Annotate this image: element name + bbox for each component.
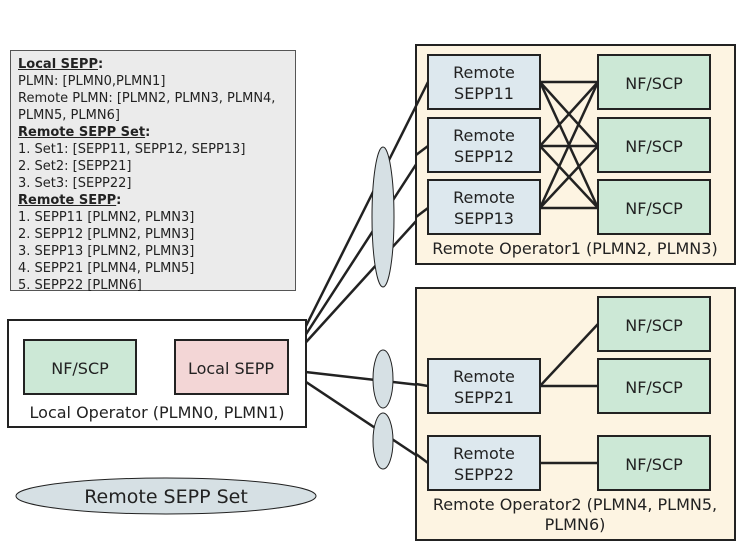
- remote-sepp13-line2: SEPP13: [454, 209, 514, 228]
- local-sepp-node: [174, 339, 289, 395]
- local-sepp-label: Local SEPP: [188, 359, 274, 378]
- sepp-set-1-ellipse: [371, 146, 395, 288]
- sepp-set-3-ellipse: [372, 412, 394, 470]
- remote-sepp11-node: [427, 54, 541, 110]
- remote-sepp21-node: [427, 358, 541, 414]
- info-line: 3. SEPP13 [PLMN2, PLMN3]: [18, 244, 195, 259]
- remote-sepp22-line1: Remote: [453, 444, 515, 463]
- remote-operator-2-label-line2: PLMN6): [545, 515, 606, 534]
- remote-op1-nf-scp-1-node: [597, 54, 711, 110]
- mesh-line: [415, 145, 429, 156]
- mesh-line: [539, 145, 599, 209]
- remote-op2-nf-scp-3-label: NF/SCP: [625, 455, 683, 474]
- remote-op2-nf-scp-2-node: [597, 358, 711, 414]
- local-nf-scp-node: [23, 339, 137, 395]
- info-line: 1. SEPP11 [PLMN2, PLMN3]: [18, 210, 195, 225]
- remote-operator-2-label-line1: Remote Operator2 (PLMN4, PLMN5,: [433, 495, 717, 514]
- info-heading-remote-sepp-set: Remote SEPP Set:: [18, 125, 151, 140]
- link-local-sepp22: [287, 368, 429, 465]
- remote-sepp21-line2: SEPP21: [454, 388, 514, 407]
- info-heading-remote-sepp: Remote SEPP:: [18, 193, 122, 208]
- mesh-line: [415, 207, 429, 218]
- remote-sepp11-line1: Remote: [453, 63, 515, 82]
- remote-sepp21-line1: Remote: [453, 367, 515, 386]
- info-line: PLMN: [PLMN0,PLMN1]: [18, 74, 166, 89]
- remote-sepp22-node: [427, 435, 541, 491]
- local-operator-label: Local Operator (PLMN0, PLMN1): [30, 403, 285, 422]
- legend-sepp-set-ellipse: [15, 477, 317, 515]
- remote-sepp22-line2: SEPP22: [454, 465, 514, 484]
- mesh-line: [539, 323, 599, 387]
- remote-op2-nf-scp-2-label: NF/SCP: [625, 378, 683, 397]
- info-heading-local-sepp: Local SEPP:: [18, 57, 104, 72]
- remote-operator-1-label: Remote Operator1 (PLMN2, PLMN3): [432, 239, 717, 258]
- remote-op1-nf-scp-3-node: [597, 179, 711, 235]
- remote-op1-nf-scp-1-label: NF/SCP: [625, 74, 683, 93]
- mesh-line: [415, 453, 429, 464]
- remote-sepp12-line1: Remote: [453, 126, 515, 145]
- info-line: Remote PLMN: [PLMN2, PLMN3, PLMN4,: [18, 91, 276, 106]
- remote-op1-nf-scp-2-node: [597, 117, 711, 173]
- info-line: 4. SEPP21 [PLMN4, PLMN5]: [18, 261, 195, 276]
- remote-op2-nf-scp-1-node: [597, 296, 711, 352]
- mesh-line: [539, 81, 599, 147]
- sepp-set-2-ellipse: [372, 349, 394, 409]
- info-line: 2. Set2: [SEPP21]: [18, 159, 132, 174]
- link-local-sepp11: [286, 81, 430, 363]
- remote-op1-nf-scp-2-label: NF/SCP: [625, 137, 683, 156]
- info-box: Local SEPP: PLMN: [PLMN0,PLMN1] Remote P…: [10, 50, 296, 293]
- mesh-line: [414, 81, 430, 107]
- mesh-line: [415, 382, 429, 388]
- remote-op1-nf-scp-3-label: NF/SCP: [625, 199, 683, 218]
- remote-op2-nf-scp-1-label: NF/SCP: [625, 316, 683, 335]
- link-local-sepp12: [286, 145, 430, 363]
- remote-sepp12-node: [427, 117, 541, 173]
- remote-sepp13-line1: Remote: [453, 188, 515, 207]
- info-line: 2. SEPP12 [PLMN2, PLMN3]: [18, 227, 195, 242]
- remote-op2-nf-scp-3-node: [597, 435, 711, 491]
- remote-sepp13-node: [427, 179, 541, 235]
- link-local-sepp21: [287, 368, 429, 388]
- remote-sepp11-line2: SEPP11: [454, 84, 514, 103]
- link-local-sepp13: [287, 207, 429, 363]
- info-line: 5. SEPP22 [PLMN6]: [18, 278, 142, 293]
- info-line: 3. Set3: [SEPP22]: [18, 176, 132, 191]
- info-line: PLMN5, PLMN6]: [18, 108, 120, 123]
- mesh-line: [538, 81, 600, 209]
- remote-sepp12-line2: SEPP12: [454, 147, 514, 166]
- local-nf-scp-label: NF/SCP: [51, 359, 109, 378]
- info-line: 1. Set1: [SEPP11, SEPP12, SEPP13]: [18, 142, 246, 157]
- legend-label: Remote SEPP Set: [84, 486, 248, 508]
- operator-internal-links: [414, 80, 600, 465]
